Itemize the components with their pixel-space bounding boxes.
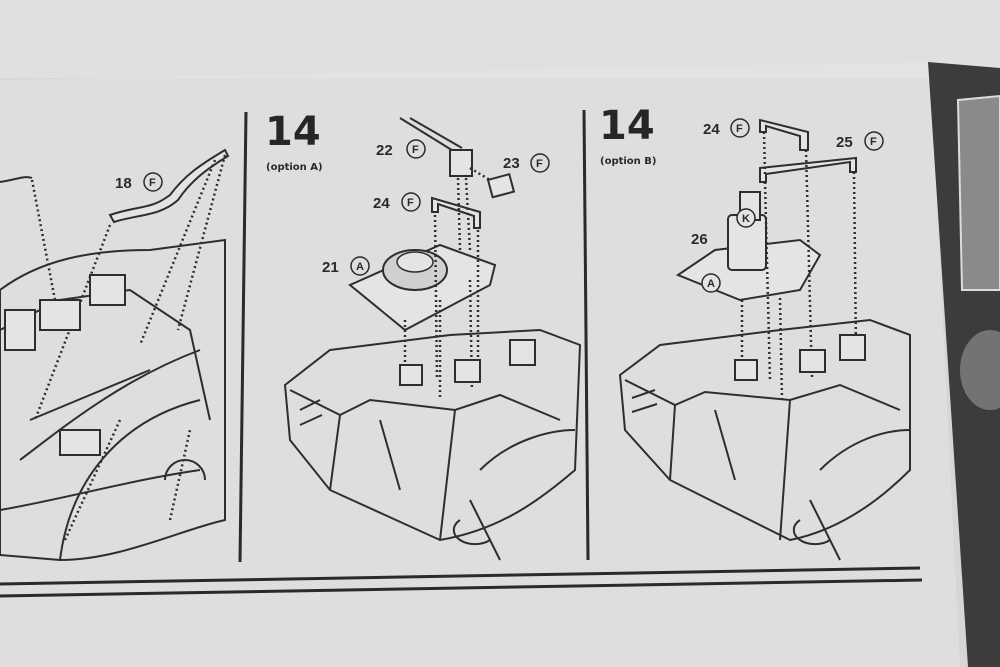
part-25 [759,156,857,183]
sprue-letter: F [149,177,156,189]
step-14-option-b: 14 (option B) 24 F 25 F 26 K A [599,103,911,561]
sprue-badge [143,172,163,192]
part-24 [431,196,481,229]
sprue-letter: F [536,158,543,170]
sprue-badge [530,153,550,173]
previous-step-panel: 18 F [0,148,230,562]
hose-part-18 [108,148,230,224]
sprue-badge [350,256,370,276]
rule-line [0,578,923,598]
sprue-letter: F [736,123,743,135]
part-number: 24 [703,121,720,138]
sprue-badge [730,118,750,138]
step-14-option-a: 14 (option A) 22 F 23 F 24 F 21 A [265,109,582,561]
part-number: 22 [376,142,393,159]
sprue-letter: A [707,278,715,290]
part-number: 26 [691,231,708,248]
part-number: 18 [115,175,132,192]
sprue-badge [401,192,421,212]
sprue-letter: A [356,261,364,273]
step-number: 14 [265,109,321,155]
sprue-badge [736,208,756,228]
sprue-letter: F [407,197,414,209]
rule-line [0,566,921,586]
part-24 [759,118,809,151]
part-23 [486,172,516,199]
part-22 [449,149,473,177]
divider [238,111,248,563]
sprue-letter: F [870,136,877,148]
step-option: (option A) [266,162,323,173]
car-body [618,318,911,542]
part-number: 25 [836,134,853,151]
step-option: (option B) [600,156,656,167]
part-number: 21 [322,259,339,276]
sprue-badge [864,131,884,151]
cover-glare [960,330,1000,410]
sprue-badge [701,273,721,293]
cover-logo [956,94,1000,291]
step-number: 14 [599,103,655,149]
part-number: 24 [373,195,390,212]
sprue-letter: F [412,144,419,156]
background-band [0,0,1000,78]
sprue-letter: K [742,213,750,225]
part-number: 23 [503,155,520,172]
sprue-badge [406,139,426,159]
divider [582,109,590,561]
